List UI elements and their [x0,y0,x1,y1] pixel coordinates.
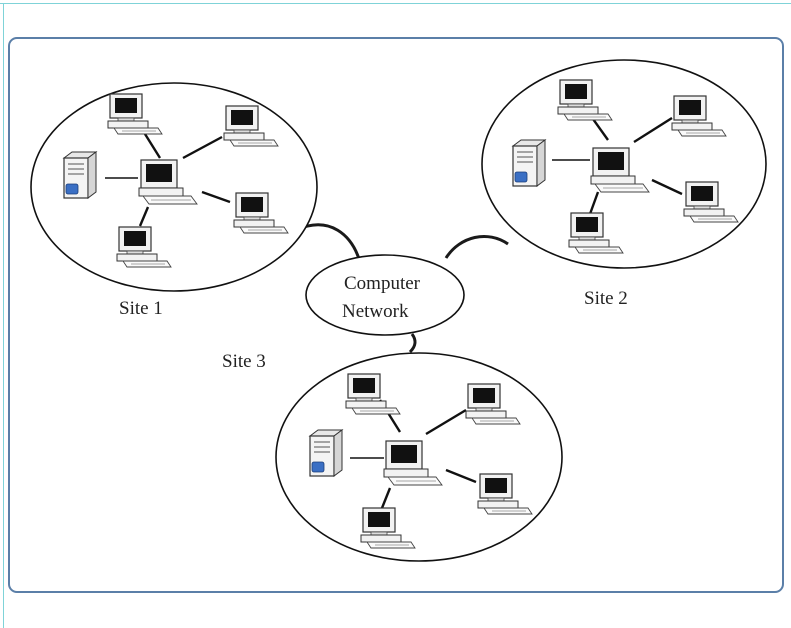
left-accent-line [3,3,4,628]
server-icon [63,151,97,199]
link-network-site3 [408,333,417,354]
link-site1-network [295,223,362,263]
link-site2-network [444,235,509,259]
site-1-label: Site 1 [119,298,163,319]
site-3-label: Site 3 [222,351,266,372]
network-label-line2: Network [342,301,409,322]
network-label-line1: Computer [344,273,421,294]
site-2-label: Site 2 [584,288,628,309]
site-1-cluster [30,82,318,292]
top-accent-line [0,3,791,4]
server-icon [512,139,546,187]
site-3-cluster [275,352,563,562]
computer-network-node: Computer Network [305,254,465,336]
site-2-cluster [481,59,767,269]
server-icon [309,429,343,477]
